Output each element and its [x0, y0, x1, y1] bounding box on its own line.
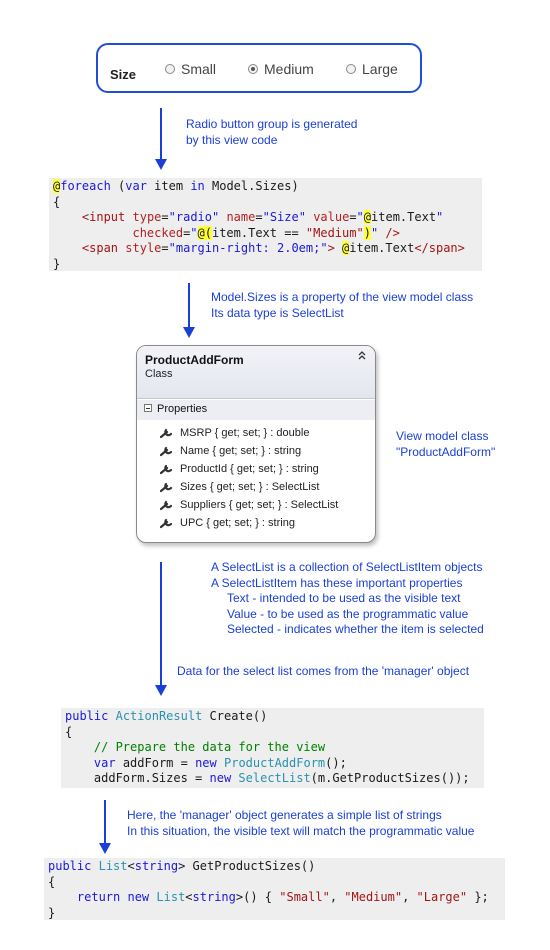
note-line: Its data type is SelectList: [211, 305, 344, 320]
collapse-chevron-icon[interactable]: [357, 350, 367, 362]
wrench-icon: [160, 482, 173, 493]
properties-section-bar: [137, 400, 375, 420]
wrench-icon: [160, 464, 173, 475]
note-line: Radio button group is generated: [186, 117, 358, 131]
collapse-minus-icon[interactable]: [144, 404, 152, 412]
note-line: Value - to be used as the programmatic v…: [227, 606, 469, 621]
note-line: Text - intended to be used as the visibl…: [227, 591, 461, 605]
note-selectlist: A SelectList is a collection of SelectLi…: [211, 560, 484, 638]
note-line: by this view code: [186, 132, 278, 147]
note-line: Here, the 'manager' object generates a s…: [127, 808, 442, 822]
radio-large-label: Large: [362, 61, 398, 77]
radio-small-circle[interactable]: [165, 64, 175, 74]
radio-large[interactable]: Large: [346, 61, 398, 77]
note-view-code: Radio button group is generated by this …: [186, 117, 357, 148]
note-line: "ProductAddForm": [396, 444, 496, 459]
property-item: MSRP { get; set; } : double: [160, 427, 309, 439]
arrow-down-2: [183, 283, 195, 338]
properties-section-label: Properties: [157, 403, 208, 415]
wrench-icon: [160, 428, 173, 439]
note-line: A SelectListItem has these important pro…: [211, 575, 463, 590]
manager-code: public List<string> GetProductSizes() { …: [44, 858, 505, 920]
radio-small-label: Small: [181, 61, 217, 77]
note-line: Selected - indicates whether the item is…: [227, 622, 484, 636]
class-diagram-productaddform: ProductAddForm Class Properties MSRP { g…: [136, 345, 376, 543]
note-manager-list: Here, the 'manager' object generates a s…: [127, 808, 474, 839]
arrow-down-1: [155, 108, 167, 170]
note-line: In this situation, the visible text will…: [127, 823, 475, 838]
property-label: Sizes { get; set; } : SelectList: [180, 481, 320, 493]
note-view-model-class: View model class "ProductAddForm": [396, 429, 495, 460]
class-name: ProductAddForm: [145, 353, 244, 367]
property-label: Suppliers { get; set; } : SelectList: [180, 499, 339, 511]
note-model-sizes: Model.Sizes is a property of the view mo…: [211, 290, 473, 321]
property-item: ProductId { get; set; } : string: [160, 463, 319, 475]
property-label: MSRP { get; set; } : double: [180, 427, 310, 439]
radio-button-group-demo: Size Small Medium Large: [96, 43, 422, 93]
property-item: UPC { get; set; } : string: [160, 517, 295, 529]
class-kind: Class: [145, 368, 173, 380]
wrench-icon: [160, 500, 173, 511]
property-item: Sizes { get; set; } : SelectList: [160, 481, 319, 493]
radio-medium-circle[interactable]: [248, 64, 258, 74]
class-header: ProductAddForm Class: [137, 346, 375, 399]
radio-medium-label: Medium: [264, 61, 314, 77]
property-label: UPC { get; set; } : string: [180, 517, 295, 529]
property-item: Name { get; set; } : string: [160, 445, 301, 457]
note-line: A SelectList is a collection of SelectLi…: [211, 560, 483, 574]
radio-medium[interactable]: Medium: [248, 61, 314, 77]
note-line: View model class: [396, 429, 489, 443]
razor-view-code: @foreach (var item in Model.Sizes) { <in…: [49, 178, 482, 271]
radio-small[interactable]: Small: [165, 61, 216, 77]
radio-large-circle[interactable]: [346, 64, 356, 74]
arrow-down-3: [155, 562, 167, 696]
controller-code: public ActionResult Create() { // Prepar…: [61, 708, 484, 788]
note-line: Model.Sizes is a property of the view mo…: [211, 290, 474, 304]
property-label: Name { get; set; } : string: [180, 445, 302, 457]
wrench-icon: [160, 446, 173, 457]
property-item: Suppliers { get; set; } : SelectList: [160, 499, 338, 511]
wrench-icon: [160, 518, 173, 529]
size-label: Size: [110, 67, 137, 82]
note-data-source: Data for the select list comes from the …: [177, 664, 470, 678]
arrow-down-4: [99, 800, 111, 854]
property-label: ProductId { get; set; } : string: [180, 463, 319, 475]
